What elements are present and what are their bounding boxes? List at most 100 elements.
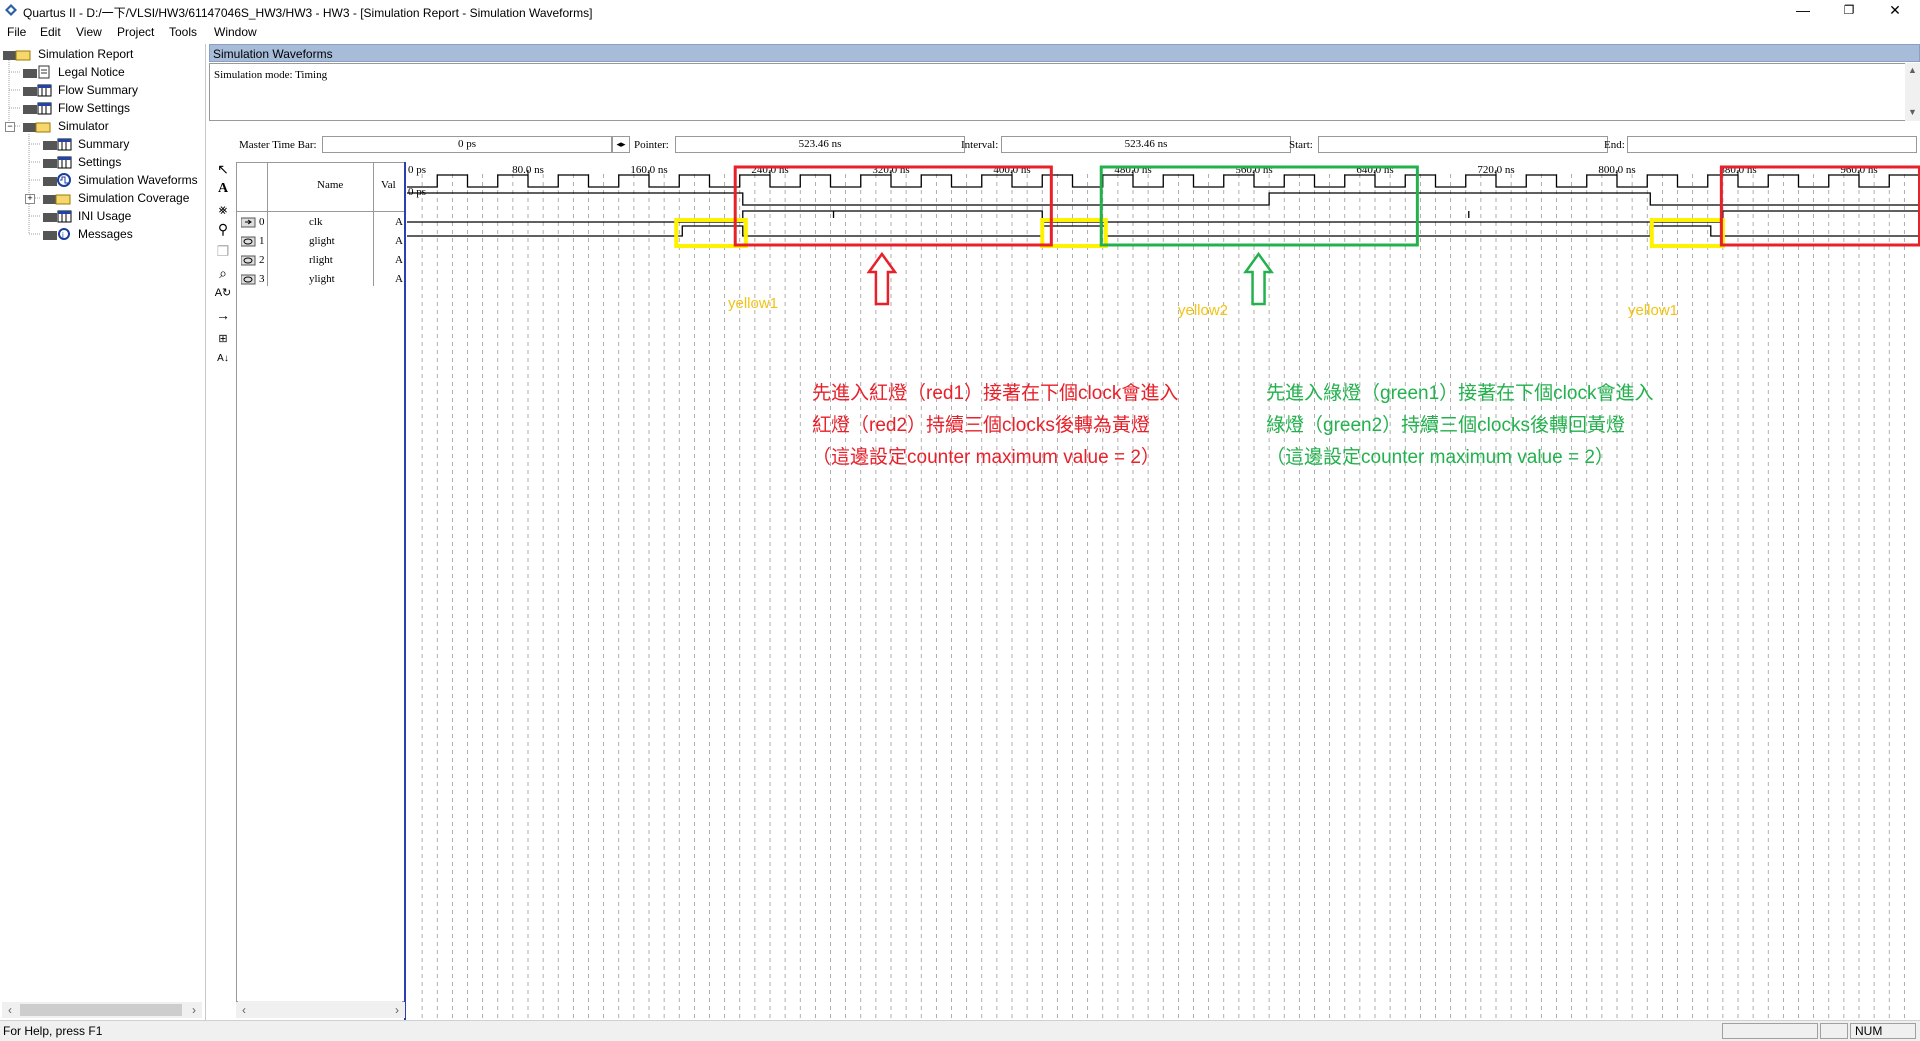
close-button[interactable]: ✕ <box>1889 2 1901 18</box>
green-annotation-line: （這邊設定counter maximum value = 2） <box>1266 447 1614 468</box>
mode-vertical-scrollbar[interactable]: ▲ ▼ <box>1905 63 1920 121</box>
tree-item-label: Flow Settings <box>58 101 131 115</box>
selection-tool-icon[interactable]: ↖ <box>217 161 229 177</box>
svg-text:i: i <box>62 231 64 240</box>
text-tool-icon[interactable]: A <box>217 181 229 196</box>
copy-tool-icon[interactable]: ❐ <box>216 243 230 259</box>
simulation-mode-text: Simulation mode: Timing <box>214 69 328 81</box>
table-icon <box>43 138 72 151</box>
scroll-right-icon[interactable]: › <box>395 1003 399 1017</box>
scroll-left-icon[interactable]: ‹ <box>242 1003 246 1017</box>
waveform-icon <box>43 173 71 187</box>
messages-icon: i <box>43 228 70 240</box>
menu-window[interactable]: Window <box>214 25 257 39</box>
red-annotation-line: 紅燈（red2）持續三個clocks後轉為黃燈 <box>812 415 1150 436</box>
signal-row[interactable]: 1 glight A <box>239 233 403 251</box>
replace-icon[interactable]: A↻ <box>214 287 232 299</box>
signal-name: rlight <box>309 254 333 266</box>
waveform-name-scrollbar[interactable]: ‹ › <box>236 1002 405 1018</box>
start-label: Start: <box>1289 139 1313 151</box>
signal-value: A <box>395 216 403 228</box>
name-column-header: Name <box>317 179 344 191</box>
tree-lines <box>8 54 40 235</box>
table-icon <box>23 84 52 97</box>
end-field[interactable] <box>1627 136 1917 153</box>
signal-list: 0 clk A 1 glight A 2 rlight A 3 ylight A… <box>236 212 405 1017</box>
status-pane <box>1722 1023 1818 1039</box>
scroll-down-icon[interactable]: ▼ <box>1908 107 1917 117</box>
scrollbar-thumb[interactable] <box>20 1004 182 1016</box>
green-up-arrow-icon <box>1243 251 1274 306</box>
start-field[interactable] <box>1318 136 1608 153</box>
tree-item-label: Simulation Waveforms <box>78 173 198 187</box>
menu-file[interactable]: File <box>7 25 27 39</box>
restore-button[interactable]: ❐ <box>1843 3 1855 17</box>
menu-view[interactable]: View <box>76 25 102 39</box>
time-bar-arrows-icon[interactable]: ◂▸ <box>612 136 630 153</box>
waveform-toolbar: ↖ A ⨳ ⚲ ❐ ⌕ A↻ → ⊞ A↓ <box>209 158 235 1020</box>
waveform-editing-tool-icon[interactable]: ⨳ <box>218 201 228 217</box>
zoom-tool-icon[interactable]: ⚲ <box>217 221 229 237</box>
folder-icon <box>23 122 51 133</box>
interval-label: Interval: <box>961 139 999 151</box>
time-bar: Master Time Bar: 0 ps ◂▸ Pointer: 523.46… <box>209 132 1920 156</box>
signal-index: 2 <box>259 254 265 266</box>
signal-row[interactable]: 3 ylight A <box>239 271 403 289</box>
report-folder-icon <box>3 50 31 61</box>
yellow-highlight-box <box>674 218 748 248</box>
panel-header: Simulation Waveforms <box>209 44 1920 62</box>
tree-item-label: INI Usage <box>78 209 132 223</box>
sort-icon[interactable]: A↓ <box>217 353 229 364</box>
output-pin-icon <box>241 255 256 266</box>
tree-item-label: Settings <box>78 155 122 169</box>
folder-icon <box>43 194 71 205</box>
green-annotation-line: 先進入綠燈（green1）接著在下個clock會進入 <box>1266 383 1654 404</box>
yellow1-label: yellow1 <box>728 295 779 312</box>
scroll-right-icon[interactable]: › <box>192 1003 196 1017</box>
input-pin-icon <box>241 217 256 228</box>
time-cursor-label: 0 ps <box>408 186 427 198</box>
signal-row[interactable]: 2 rlight A <box>239 252 403 270</box>
status-bar: For Help, press F1 NUM <box>0 1020 1920 1041</box>
signal-value: A <box>395 273 403 285</box>
green-annotation-line: 綠燈（green2）持續三個clocks後轉回黃燈 <box>1266 415 1625 436</box>
next-transition-icon[interactable]: → <box>216 307 230 323</box>
tree-item-label: Simulation Report <box>38 47 134 61</box>
signal-header: Name Val <box>236 162 405 212</box>
timeline-start-label: 0 ps <box>408 164 427 176</box>
yellow2-label: yellow2 <box>1178 302 1229 319</box>
minimize-button[interactable]: — <box>1796 2 1810 18</box>
value-column-header: Val <box>381 179 396 191</box>
end-label: End: <box>1604 139 1625 151</box>
tree-item-label: Simulation Coverage <box>78 191 190 205</box>
simulator-collapse-toggle[interactable]: − <box>5 122 15 132</box>
table-icon <box>43 210 72 223</box>
pointer-label: Pointer: <box>634 139 669 151</box>
yellow1-label-second: yellow1 <box>1628 302 1679 319</box>
coverage-expand-toggle[interactable]: + <box>25 194 35 204</box>
red-annotation-line: 先進入紅燈（red1）接著在下個clock會進入 <box>812 383 1179 404</box>
signal-value: A <box>395 254 403 266</box>
scroll-left-icon[interactable]: ‹ <box>8 1003 12 1017</box>
tick-label: 80.0 ns <box>512 164 544 176</box>
table-icon <box>43 156 72 169</box>
red-annotation: 先進入紅燈（red1）接著在下個clock會進入 紅燈（red2）持續三個clo… <box>812 378 1178 474</box>
panel-title: Simulation Waveforms <box>213 47 333 61</box>
signal-index: 3 <box>259 273 265 285</box>
find-icon[interactable]: ⌕ <box>219 265 227 281</box>
green-highlight-box <box>1099 165 1419 247</box>
menu-tools[interactable]: Tools <box>169 25 198 39</box>
menu-edit[interactable]: Edit <box>40 25 61 39</box>
simulation-mode-box: Simulation mode: Timing <box>209 63 1909 121</box>
tree-horizontal-scrollbar[interactable]: ‹ › <box>2 1002 202 1018</box>
master-time-bar-field[interactable]: 0 ps <box>322 136 612 153</box>
menu-project[interactable]: Project <box>117 25 155 39</box>
signal-value: A <box>395 235 403 247</box>
snap-to-grid-icon[interactable]: ⊞ <box>218 333 228 345</box>
output-pin-icon <box>241 274 256 285</box>
scroll-up-icon[interactable]: ▲ <box>1908 65 1917 75</box>
status-pane <box>1820 1023 1848 1039</box>
signal-row[interactable]: 0 clk A <box>239 214 403 232</box>
